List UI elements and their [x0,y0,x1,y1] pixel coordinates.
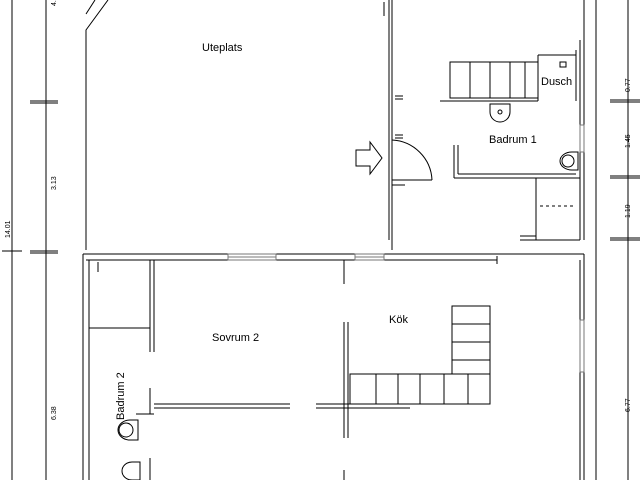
windows [227,124,585,373]
patio-left-edge [85,0,109,250]
door-swing [391,139,433,182]
patio-corner [85,0,96,15]
room-label-badrum-2: Badrum 2 [115,372,127,420]
dimension-label-left-mid: 3.13 [51,176,58,190]
sink-2-icon [121,461,141,481]
dimension-label-left-bottom: 6.38 [51,406,58,420]
dimension-label-right-c: 1.19 [625,204,632,218]
stairs [349,305,491,405]
shower-icon [559,61,567,68]
entry-arrow-icon [355,140,383,176]
dimension-label-total: 14.01 [5,220,12,238]
room-label-sovrum-2: Sovrum 2 [212,332,259,344]
room-label-uteplats: Uteplats [202,42,243,54]
room-label-dusch: Dusch [541,76,572,88]
dimension-label-right-a: 0.77 [625,78,632,92]
bathroom-1-walls [391,0,585,250]
fixtures [117,61,579,481]
dimension-label-right-b: 1.45 [625,134,632,148]
room-label-badrum-1: Badrum 1 [489,134,537,146]
dimension-ticks [2,99,640,254]
dimension-label-left-top: 4. [51,0,58,6]
room-label-kok: Kök [389,314,408,326]
lower-walls [82,253,585,480]
dimension-label-right-d: 6.77 [625,398,632,412]
